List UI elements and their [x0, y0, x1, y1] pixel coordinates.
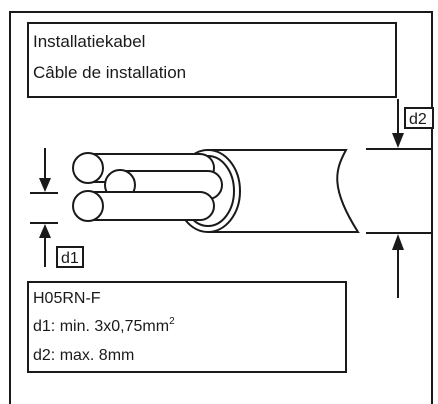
conductor-top-end	[72, 152, 104, 184]
d2-label-box	[404, 107, 434, 129]
d2-label: d2	[409, 111, 427, 128]
spec-d1: d1: min. 3x0,75mm2	[33, 316, 175, 335]
spec-d1-text: d1: min. 3x0,75mm	[33, 318, 169, 335]
title-line-fr: Câble de installation	[33, 63, 186, 82]
d1-arrow-bottom-icon	[39, 224, 51, 238]
spec-d1-superscript: 2	[169, 316, 175, 327]
outer-frame	[9, 11, 433, 404]
d2-arrow-top-icon	[392, 133, 404, 148]
d2-arrow-bottom-icon	[392, 234, 404, 250]
title-line-nl: Installatiekabel	[33, 32, 145, 51]
title-box	[27, 22, 397, 98]
spec-box	[27, 281, 347, 373]
conductor-bottom	[87, 191, 215, 221]
d1-label: d1	[61, 250, 79, 267]
d1-label-box	[56, 246, 84, 268]
spec-cable-type: H05RN-F	[33, 290, 101, 307]
conductor-bottom-end	[72, 190, 104, 222]
d1-arrow-top-icon	[39, 178, 51, 192]
spec-d2: d2: max. 8mm	[33, 347, 134, 364]
cable-sheath	[208, 149, 360, 233]
